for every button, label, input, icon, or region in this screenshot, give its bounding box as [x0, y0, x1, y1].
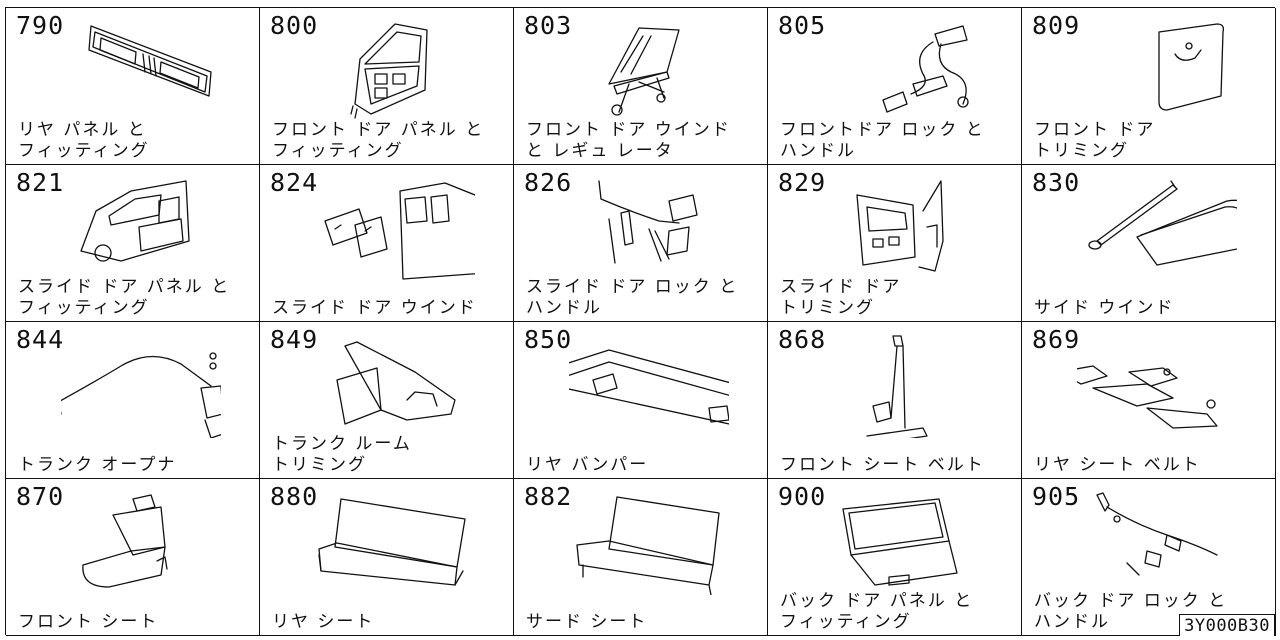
- door-window-regulator-icon: [608, 27, 680, 116]
- part-cell[interactable]: 803 フロント ドア ウインド と レギュ レータ: [514, 8, 768, 165]
- part-code: 870: [16, 482, 65, 511]
- part-cell[interactable]: 905 バック ドア ロック と ハンドル: [1022, 479, 1276, 636]
- rear-seat-belt-icon: [1077, 365, 1218, 429]
- rear-bumper-icon: [569, 349, 729, 425]
- part-code: 850: [524, 325, 573, 354]
- part-label: リヤ バンパー: [526, 455, 649, 475]
- part-code: 803: [524, 11, 573, 40]
- part-code: 800: [270, 11, 319, 40]
- slide-door-panel-icon: [80, 180, 190, 262]
- part-code: 805: [778, 11, 827, 40]
- slide-door-trim-icon: [856, 180, 944, 272]
- part-code: 829: [778, 168, 827, 197]
- front-seat-belt-icon: [866, 335, 928, 438]
- door-trim-icon: [1158, 23, 1225, 111]
- part-cell[interactable]: 805 フロントドア ロック と ハンドル: [768, 8, 1022, 165]
- part-label: トランク オープナ: [18, 455, 177, 475]
- part-cell[interactable]: 882 サード シート: [514, 479, 768, 636]
- part-label: フロント ドア トリミング: [1034, 120, 1156, 161]
- part-label: リヤ シート: [272, 612, 375, 632]
- part-label: バック ドア ロック と ハンドル: [1034, 591, 1228, 632]
- part-cell[interactable]: 869 リヤ シート ベルト: [1022, 322, 1276, 479]
- back-door-lock-icon: [1096, 492, 1218, 576]
- part-cell[interactable]: 829 スライド ドア トリミング: [768, 165, 1022, 322]
- part-cell[interactable]: 826 スライド ドア ロック と ハンドル: [514, 165, 768, 322]
- part-label: バック ドア パネル と フィッティング: [780, 591, 974, 632]
- part-code: 849: [270, 325, 319, 354]
- part-cell[interactable]: 880 リヤ シート: [260, 479, 514, 636]
- part-cell[interactable]: 850 リヤ バンパー: [514, 322, 768, 479]
- part-label: スライド ドア ウインド: [272, 298, 477, 318]
- part-code: 905: [1032, 482, 1081, 511]
- slide-door-window-icon: [324, 182, 475, 280]
- trunk-opener-icon: [61, 352, 221, 438]
- part-code: 824: [270, 168, 319, 197]
- part-label: フロント ドア ウインド と レギュ レータ: [526, 120, 731, 161]
- part-label: スライド ドア パネル と フィッティング: [18, 277, 231, 318]
- part-code: 880: [270, 482, 319, 511]
- back-door-panel-icon: [842, 498, 958, 586]
- part-cell[interactable]: 821 スライド ドア パネル と フィッティング: [6, 165, 260, 322]
- front-seat-icon: [82, 494, 168, 588]
- part-cell[interactable]: 868 フロント シート ベルト: [768, 322, 1022, 479]
- side-window-icon: [1088, 180, 1237, 266]
- parts-index-grid: 790 リヤ パネル と フィッティング 800 フロント ドア パネル と フ…: [5, 7, 1276, 636]
- trunk-room-trim-icon: [336, 341, 456, 425]
- part-code: 826: [524, 168, 573, 197]
- part-label: スライド ドア トリミング: [780, 277, 902, 318]
- part-code: 821: [16, 168, 65, 197]
- part-code: 809: [1032, 11, 1081, 40]
- rear-seat-icon: [318, 498, 466, 586]
- part-code: 790: [16, 11, 65, 40]
- part-cell[interactable]: 870 フロント シート: [6, 479, 260, 636]
- part-code: 869: [1032, 325, 1081, 354]
- part-cell[interactable]: 849 トランク ルーム トリミング: [260, 322, 514, 479]
- slide-door-lock-icon: [598, 180, 698, 264]
- part-cell[interactable]: 790 リヤ パネル と フィッティング: [6, 8, 260, 165]
- part-label: スライド ドア ロック と ハンドル: [526, 277, 739, 318]
- part-label: フロント ドア パネル と フィッティング: [272, 120, 485, 161]
- part-label: トランク ルーム トリミング: [272, 434, 412, 475]
- part-label: フロント シート: [18, 612, 159, 632]
- door-lock-handle-icon: [882, 25, 969, 113]
- part-cell[interactable]: 830 サイド ウインド: [1022, 165, 1276, 322]
- third-seat-icon: [576, 496, 720, 595]
- diagram-code: 3Y000B30: [1179, 614, 1275, 636]
- part-label: リヤ パネル と フィッティング: [18, 120, 150, 161]
- part-code: 868: [778, 325, 827, 354]
- part-label: サイド ウインド: [1034, 298, 1175, 318]
- part-code: 844: [16, 325, 65, 354]
- part-label: リヤ シート ベルト: [1034, 455, 1201, 475]
- part-cell[interactable]: 824 スライド ドア ウインド: [260, 165, 514, 322]
- part-cell[interactable]: 900 バック ドア パネル と フィッティング: [768, 479, 1022, 636]
- rear-panel-icon: [88, 25, 212, 97]
- part-cell[interactable]: 844 トランク オープナ: [6, 322, 260, 479]
- part-code: 900: [778, 482, 827, 511]
- part-cell[interactable]: 809 フロント ドア トリミング: [1022, 8, 1276, 165]
- part-label: フロント シート ベルト: [780, 455, 985, 475]
- part-label: フロントドア ロック と ハンドル: [780, 120, 985, 161]
- part-code: 882: [524, 482, 573, 511]
- part-code: 830: [1032, 168, 1081, 197]
- part-cell[interactable]: 800 フロント ドア パネル と フィッティング: [260, 8, 514, 165]
- part-label: サード シート: [526, 612, 648, 632]
- front-door-panel-icon: [350, 23, 428, 119]
